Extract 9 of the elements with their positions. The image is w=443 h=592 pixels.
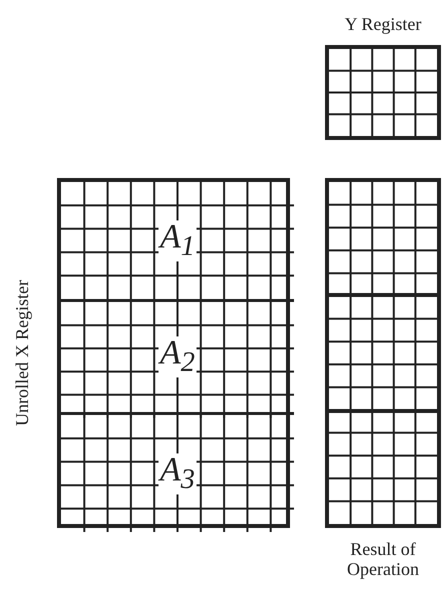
block-label: A$_{1}$ <box>158 220 197 262</box>
block-label: A$_{2}$ <box>158 336 197 378</box>
register-label: Unrolled X Register <box>13 280 33 426</box>
register-label: Result of Operation <box>346 540 420 580</box>
register-grid <box>61 182 294 299</box>
register-grid <box>61 415 294 532</box>
block-label: A$_{3}$ <box>158 452 197 494</box>
register-label: Y Register <box>344 15 422 35</box>
register-grid <box>61 299 294 415</box>
